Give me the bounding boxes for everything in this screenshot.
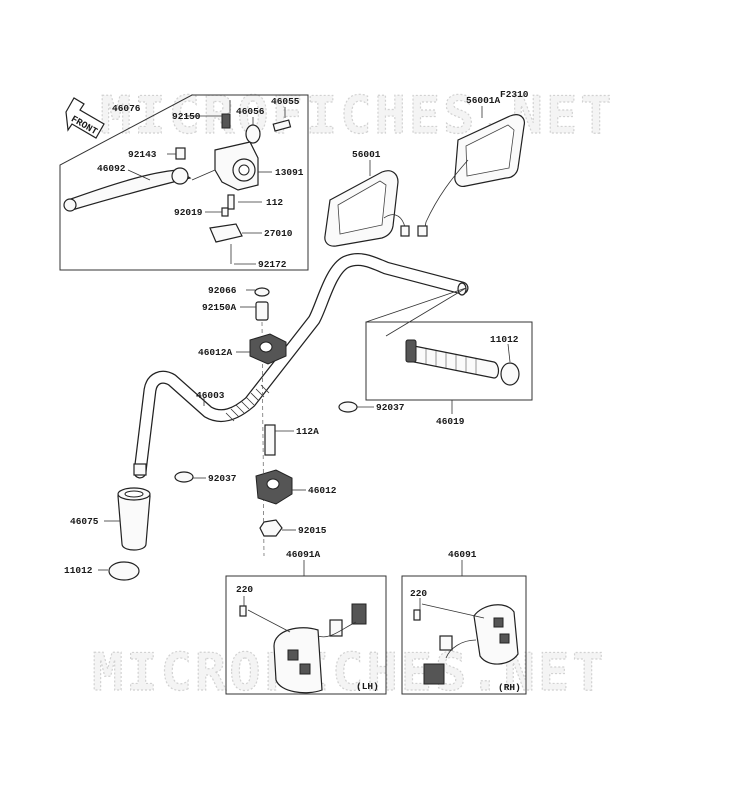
bushing-92143-shape: [175, 147, 186, 160]
lever-pivot-shape: [171, 167, 189, 185]
callout-46092: 46092: [97, 163, 126, 174]
mirror-left: 56001: [324, 149, 410, 247]
lh-plug-shape: [351, 603, 367, 625]
callout-92150: 92150: [172, 111, 201, 122]
rh-side-label: (RH): [498, 682, 521, 693]
clamp-left-92037: 92037: [174, 471, 237, 484]
lh-side-label: (LH): [356, 681, 379, 692]
callout-92143: 92143: [128, 149, 157, 160]
lever-end-shape: [63, 198, 77, 212]
callout-92172: 92172: [258, 259, 287, 270]
callout-220-rh: 220: [410, 588, 427, 599]
nut-92015-shape: [259, 519, 283, 537]
callout-112A: 112A: [296, 426, 319, 437]
clamp-shape: [174, 471, 194, 483]
nut-92019-shape: [221, 207, 229, 217]
diagram-code: F2310: [500, 89, 529, 100]
callout-92015: 92015: [298, 525, 327, 536]
screw-112-shape: [227, 194, 235, 210]
grip-flange-shape: [405, 339, 417, 363]
rh-screw-220-shape: [413, 609, 421, 621]
callout-11012-top: 11012: [490, 334, 519, 345]
callout-46012A: 46012A: [198, 347, 233, 358]
rh-plug-shape: [423, 663, 445, 685]
callout-46091A: 46091A: [286, 549, 321, 560]
left-grip-46075: 46075: [70, 487, 151, 551]
right-grip-assembly: 11012 46019: [365, 287, 533, 427]
callout-56001A: 56001A: [466, 95, 501, 106]
rh-connector-shape: [439, 635, 453, 651]
left-end-cap-11012: 11012: [64, 561, 140, 581]
screw-92150-shape: [221, 113, 231, 129]
callout-46055: 46055: [271, 96, 300, 107]
lever-group-frame: [59, 94, 309, 271]
callout-92066: 92066: [208, 285, 237, 296]
callout-46056: 46056: [236, 106, 265, 117]
lh-screw-220-shape: [239, 605, 247, 617]
callout-46075: 46075: [70, 516, 99, 527]
mirror-right: 56001A: [417, 95, 525, 237]
callout-46091: 46091: [448, 549, 477, 560]
callout-92150A: 92150A: [202, 302, 237, 313]
clamp-shape-right: [338, 401, 358, 413]
callout-112: 112: [266, 197, 283, 208]
rh-switch-assembly: 46091 220 (RH): [401, 549, 527, 695]
front-arrow-icon: FRONT: [65, 97, 105, 139]
callout-11012-bottom: 11012: [64, 565, 93, 576]
handlebar-tube-outline: [133, 253, 469, 479]
washer-46056-shape: [245, 124, 261, 144]
callout-46076: 46076: [112, 103, 141, 114]
brake-lever-shape: [67, 169, 192, 211]
end-cap-11012-shape: [500, 362, 520, 386]
upper-holder-stack: 92066 92150A 46012A: [198, 285, 287, 365]
callout-46012: 46012: [308, 485, 337, 496]
watermark-bottom: MICROFICHES.NET: [92, 643, 607, 703]
callout-56001: 56001: [352, 149, 381, 160]
lh-switch-frame: [225, 575, 387, 695]
lh-switch-assembly: 46091A 220 (LH): [225, 549, 387, 695]
screw-46055-shape: [272, 119, 292, 132]
rh-switch-frame: [401, 575, 527, 695]
handlebar-46003: 46003: [133, 253, 469, 479]
bolt-92150A-shape: [255, 301, 269, 321]
callout-92037-right: 92037: [376, 402, 405, 413]
end-cap-shape: [108, 561, 140, 581]
callout-220-lh: 220: [236, 584, 253, 595]
grip-box-frame: [365, 321, 533, 401]
callout-46003: 46003: [196, 390, 225, 401]
cap-92066-shape: [254, 287, 270, 297]
callout-92037-left: 92037: [208, 473, 237, 484]
callout-27010: 27010: [264, 228, 293, 239]
callout-46019: 46019: [436, 416, 465, 427]
brake-lever-assembly: FRONT 46076 92150 46056 46055: [59, 94, 309, 271]
watermark-top: MICROFICHES.NET: [100, 86, 615, 146]
rh-switch-housing-shape: [473, 604, 519, 665]
lower-holder-stack: 112A 46012 92015: [255, 424, 337, 537]
bolt-112A-shape: [264, 424, 276, 456]
clamp-right-92037: 92037: [338, 401, 405, 413]
callout-92019: 92019: [174, 207, 203, 218]
callout-13091: 13091: [275, 167, 304, 178]
switch-27010-shape: [209, 223, 243, 243]
